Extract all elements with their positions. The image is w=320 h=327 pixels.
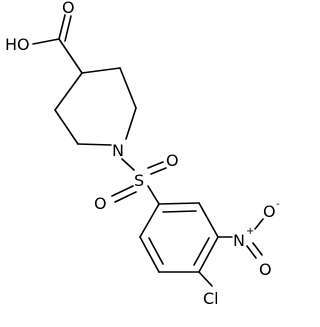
ring-bond-n-c6 bbox=[77, 143, 112, 146]
aromatic-bond-1-inner bbox=[162, 210, 197, 213]
c-oh-bond bbox=[32, 38, 60, 45]
nitro-n-o-bottom-double-bond-2 bbox=[252, 242, 263, 256]
aromatic-bond-1 bbox=[158, 202, 200, 205]
nitro-group bbox=[217, 218, 264, 259]
aromatic-bond-3 bbox=[198, 236, 219, 273]
nitro-n-o-top-bond bbox=[254, 218, 264, 230]
ring-bond-c2-n bbox=[125, 107, 137, 140]
sulfonyl-oxygen-right-label: O bbox=[166, 151, 179, 170]
ring-bond-c4-c3 bbox=[81, 67, 121, 74]
aromatic-bond-3-inner bbox=[193, 237, 210, 266]
chemical-structure: HO O N S O O N + O - O Cl bbox=[5, 0, 280, 308]
s-o-left-double-bond-1 bbox=[111, 185, 134, 197]
aromatic-bond-2 bbox=[198, 202, 219, 238]
carbonyl-double-bond-2 bbox=[64, 15, 72, 42]
chlorine-label: Cl bbox=[203, 289, 219, 308]
nitro-n-o-bottom-double-bond-1 bbox=[246, 245, 257, 259]
carbonyl-double-bond-1 bbox=[58, 14, 66, 40]
aromatic-bond-6 bbox=[139, 203, 160, 238]
s-o-left-double-bond-2 bbox=[114, 191, 137, 203]
s-o-right-double-bond-1 bbox=[147, 161, 164, 169]
piperidine-ring bbox=[54, 67, 137, 146]
s-ring-bond bbox=[147, 185, 160, 205]
piperidine-nitrogen-label: N bbox=[112, 141, 124, 160]
carboxyl-to-ring-bond bbox=[58, 38, 83, 74]
hydroxyl-label: HO bbox=[5, 35, 30, 54]
benzene-ring bbox=[139, 202, 219, 273]
ring-to-chlorine-bond bbox=[198, 271, 213, 287]
ring-bond-c3-c2 bbox=[119, 67, 137, 109]
nitro-oxygen-top-label: O bbox=[263, 202, 276, 221]
sulfonyl-group bbox=[111, 158, 167, 205]
n-s-bond bbox=[121, 158, 135, 171]
nitro-oxygen-top-charge: - bbox=[276, 199, 280, 210]
carbonyl-oxygen-label: O bbox=[62, 0, 75, 17]
nitro-oxygen-bottom-label: O bbox=[259, 260, 272, 279]
aromatic-bond-5-inner bbox=[148, 237, 164, 265]
ring-bond-c6-c5 bbox=[54, 109, 79, 145]
sulfur-label: S bbox=[134, 171, 144, 190]
sulfonyl-oxygen-left-label: O bbox=[94, 194, 107, 213]
nitro-nitrogen-charge: + bbox=[246, 226, 254, 237]
carboxylic-acid-group bbox=[32, 14, 83, 74]
ring-bond-c5-c4 bbox=[54, 72, 83, 111]
aromatic-bond-5 bbox=[139, 236, 160, 273]
s-o-right-double-bond-2 bbox=[150, 167, 167, 175]
nitro-nitrogen-label: N bbox=[233, 231, 245, 250]
